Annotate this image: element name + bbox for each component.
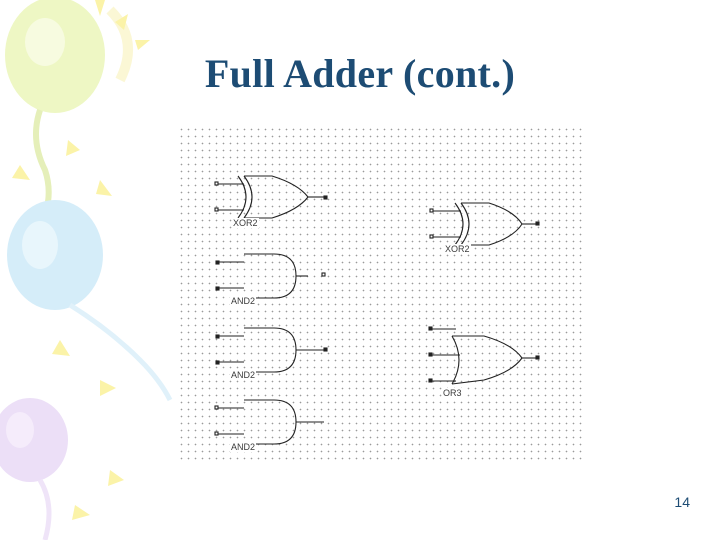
and-gate-3[interactable] [214,399,324,445]
slide-title: Full Adder (cont.) [204,51,516,96]
logic-schematic-canvas: XOR2 AND2 AND2 AND2 XOR2 OR3 [176,124,586,464]
gate-label-xor-1: XOR2 [232,218,259,228]
xor-gate-2[interactable] [429,202,540,246]
balloon-decoration [0,0,173,540]
gate-wiring-diagram [214,175,540,445]
gate-label-and-1: AND2 [230,296,257,306]
gate-label-and-3: AND2 [230,442,257,452]
xor-gate-1[interactable] [214,175,328,219]
gate-label-or-1: OR3 [442,388,463,398]
gate-label-and-2: AND2 [230,370,257,380]
and-gate-2[interactable] [215,327,328,373]
and-gate-1[interactable] [215,253,326,299]
or-gate-1[interactable] [428,326,540,385]
gate-label-xor-2: XOR2 [444,244,471,254]
slide-number: 14 [674,494,690,510]
